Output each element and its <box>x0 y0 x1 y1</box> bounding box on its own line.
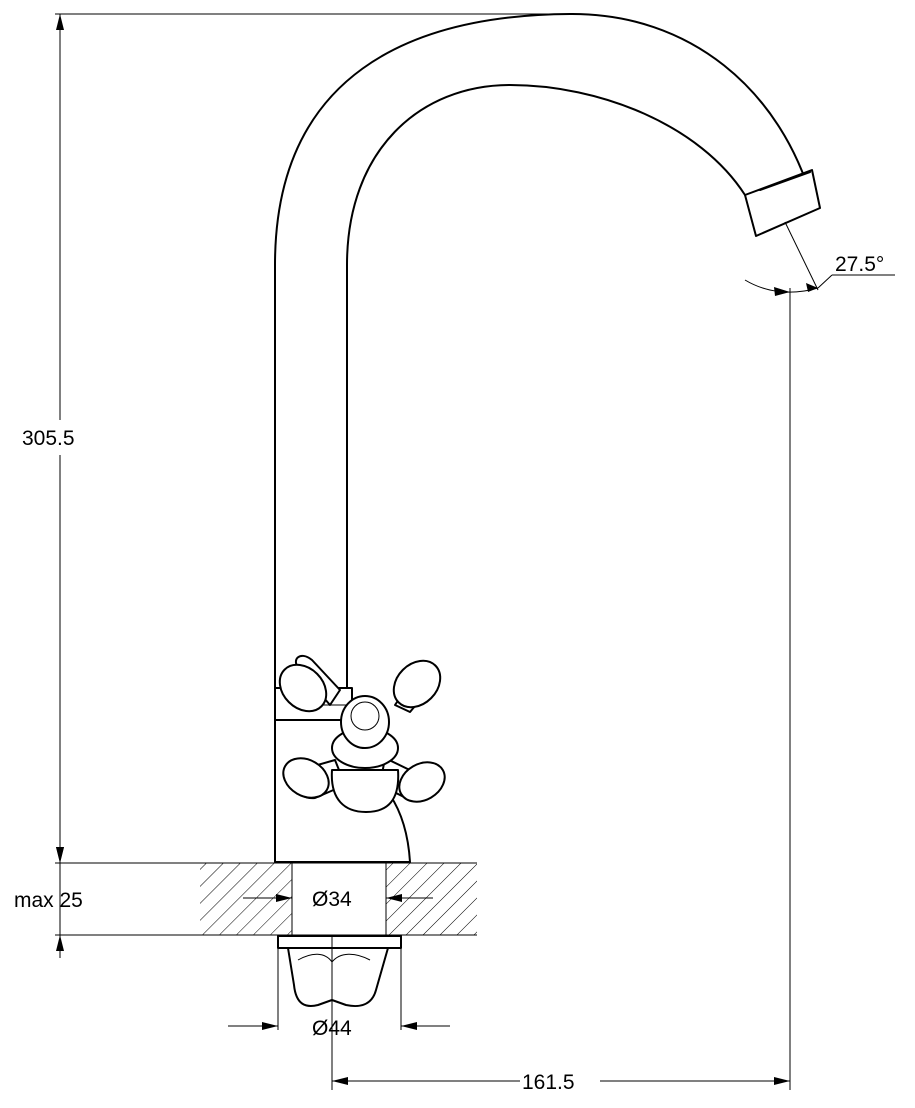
reach-label: 161.5 <box>522 1071 575 1094</box>
hole-diameter-label: Ø34 <box>312 888 352 911</box>
height-label: 305.5 <box>22 427 75 450</box>
counter-max-label: max 25 <box>14 889 83 912</box>
extension-lines <box>55 13 819 1090</box>
nut-diameter-dimension: Ø44 <box>228 1017 450 1040</box>
height-dimension: 305.5 <box>22 14 75 863</box>
hole-diameter-dimension: Ø34 <box>243 888 433 911</box>
nut-diameter-label: Ø44 <box>312 1017 352 1040</box>
spout <box>274 12 821 689</box>
angle-label: 27.5° <box>835 253 884 276</box>
counter-thickness-dimension: max 25 <box>14 840 83 958</box>
reach-dimension: 161.5 <box>332 1071 790 1094</box>
angle-dimension: 27.5° <box>744 253 895 296</box>
cross-handle-assembly <box>278 654 446 813</box>
mounting-nut <box>277 935 402 1008</box>
